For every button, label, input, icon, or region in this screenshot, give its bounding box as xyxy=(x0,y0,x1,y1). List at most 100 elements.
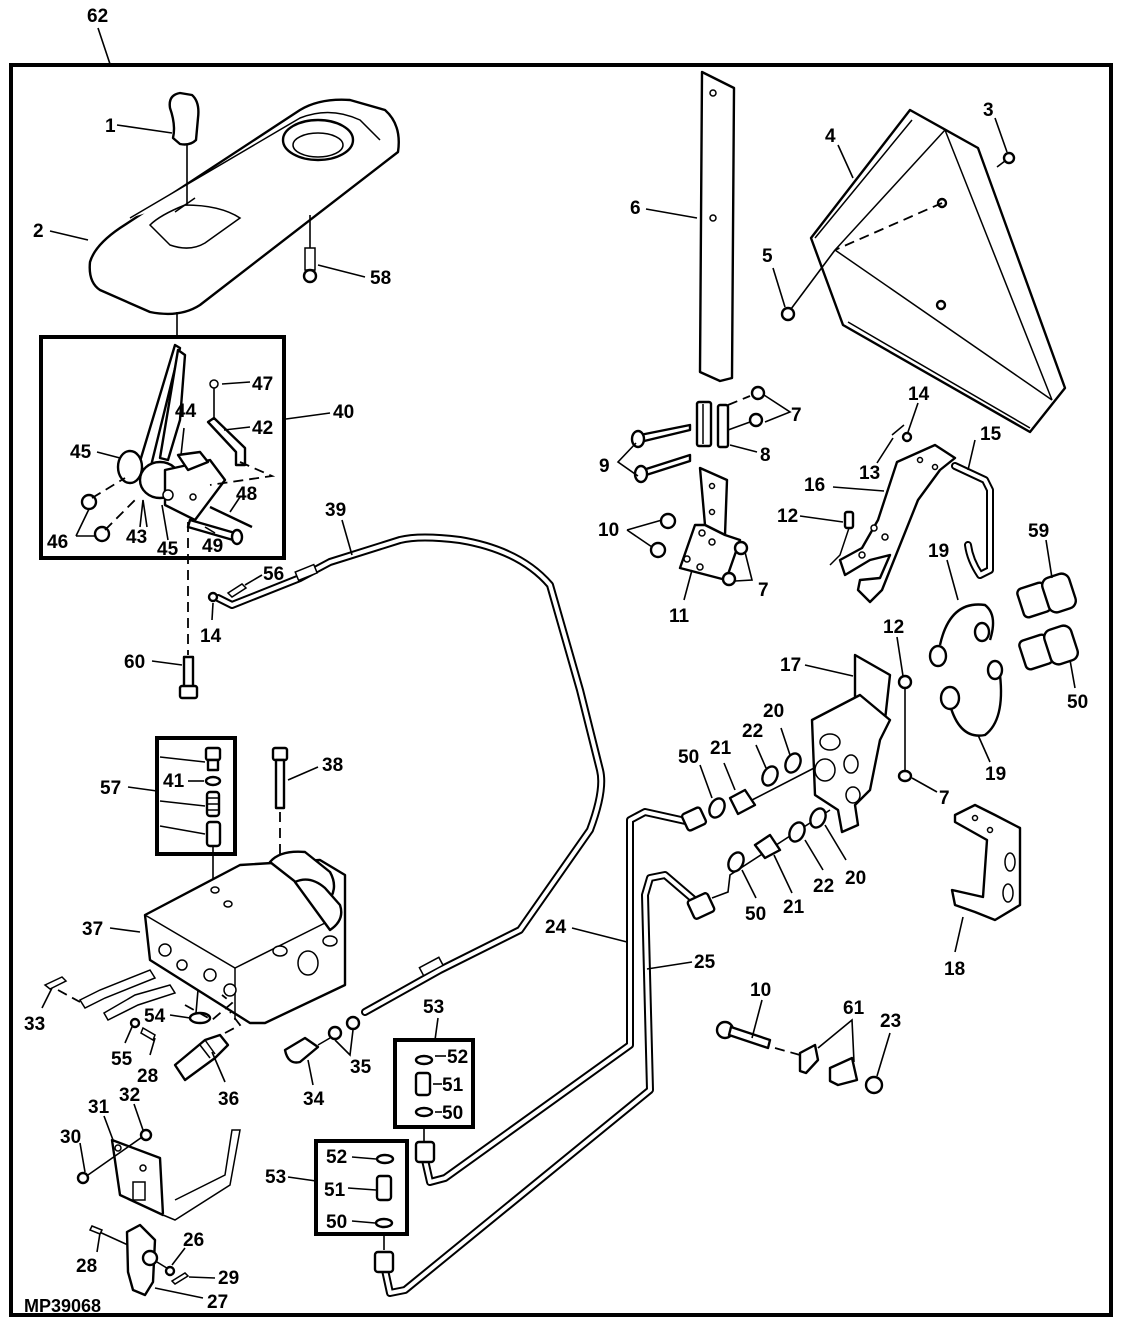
callout-4: 4 xyxy=(825,126,836,147)
bracket-17-part xyxy=(810,653,892,834)
figure-id: MP39068 xyxy=(24,1296,101,1316)
callout-44: 44 xyxy=(175,401,197,422)
screw-3-part xyxy=(996,151,1016,168)
leader-53a xyxy=(434,1017,439,1041)
leader-18 xyxy=(954,916,964,953)
leader-19a xyxy=(946,559,959,601)
callout-20-upper: 20 xyxy=(763,701,784,722)
hinge-8-part xyxy=(695,400,730,449)
callout-7-middle: 7 xyxy=(758,580,769,601)
leader-26 xyxy=(171,1247,186,1266)
leader-53b xyxy=(287,1176,317,1182)
leader-46 xyxy=(75,508,96,537)
bracket-16-part xyxy=(838,443,957,604)
leader-1 xyxy=(116,124,173,134)
callout-57: 57 xyxy=(100,778,121,799)
callout-34: 34 xyxy=(303,1089,325,1110)
leader-12b xyxy=(896,636,904,677)
callout-55: 55 xyxy=(111,1049,133,1070)
callout-39: 39 xyxy=(325,500,346,521)
callout-18: 18 xyxy=(944,959,965,980)
callout-48: 48 xyxy=(236,484,257,505)
callout-10-upper: 10 xyxy=(598,520,619,541)
bracket-11-part xyxy=(678,466,742,582)
leader-42 xyxy=(223,426,251,431)
leader-14b xyxy=(211,602,214,621)
callout-21-upper: 21 xyxy=(710,738,732,759)
leader-22b xyxy=(804,839,824,871)
leader-23 xyxy=(876,1032,891,1077)
mounting-strip-6-part xyxy=(698,70,736,383)
emblem-hardware-guide xyxy=(834,202,943,251)
callout-9: 9 xyxy=(599,456,610,477)
callout-59: 59 xyxy=(1028,521,1049,542)
leader-20a xyxy=(780,727,791,756)
nut-5-part xyxy=(780,306,796,322)
callout-52-lower: 52 xyxy=(326,1147,347,1168)
callout-28-bottom: 28 xyxy=(76,1256,97,1277)
callout-30: 30 xyxy=(60,1127,81,1148)
leader-30 xyxy=(79,1142,86,1173)
bolt-12-lower-part xyxy=(897,674,913,783)
callout-19-lower: 19 xyxy=(985,764,1006,785)
leader-22a xyxy=(755,744,767,769)
leader-24 xyxy=(571,927,628,943)
callout-60: 60 xyxy=(124,652,145,673)
leader-50d xyxy=(351,1220,376,1224)
callout-2: 2 xyxy=(33,221,44,242)
leader-51b xyxy=(347,1187,377,1191)
bolt-12-upper-part xyxy=(829,510,855,566)
callout-22-lower: 22 xyxy=(813,876,834,897)
control-valve-37-part xyxy=(143,850,347,1025)
fitting-kit-box-lower xyxy=(314,1139,409,1236)
shift-lever-part xyxy=(116,343,227,522)
leader-25 xyxy=(646,961,693,970)
leader-31 xyxy=(103,1115,114,1141)
nuts-7-upper-part xyxy=(727,385,766,431)
callout-31: 31 xyxy=(88,1097,110,1118)
hydraulic-line-25-part xyxy=(373,871,704,1297)
fitting-kit-box-upper xyxy=(393,1038,475,1129)
clamp-61-part xyxy=(798,1043,859,1087)
leader-28a xyxy=(149,1037,156,1056)
washer-14-right-part xyxy=(901,431,913,443)
guide-15-part xyxy=(951,462,994,579)
leader-14a xyxy=(907,402,919,433)
spool-linkage-parts xyxy=(43,969,242,1082)
leader-60 xyxy=(151,660,183,666)
leader-52b xyxy=(351,1156,377,1160)
callout-29: 29 xyxy=(218,1268,239,1289)
callout-62: 62 xyxy=(87,6,108,27)
leader-10a xyxy=(626,519,663,548)
callout-12-lower: 12 xyxy=(883,617,904,638)
leader-13 xyxy=(876,437,894,464)
callout-13: 13 xyxy=(859,463,880,484)
lever-assembly-box xyxy=(39,335,286,560)
leader-37 xyxy=(109,927,141,933)
callout-27: 27 xyxy=(207,1292,228,1313)
leader-21b xyxy=(773,854,793,894)
quick-coupler-59-part xyxy=(1016,572,1077,619)
leader-19b xyxy=(977,734,991,763)
leader-49 xyxy=(204,526,216,534)
callout-26: 26 xyxy=(183,1230,204,1251)
leader-28b xyxy=(96,1232,101,1253)
leader-34 xyxy=(307,1059,314,1086)
callout-24: 24 xyxy=(545,917,567,938)
callout-16: 16 xyxy=(804,475,825,496)
leader-7b xyxy=(734,551,754,582)
leader-15 xyxy=(967,439,976,471)
callout-50-lower-row: 50 xyxy=(745,904,766,925)
leader-5 xyxy=(772,267,786,308)
callout-50-upper-kit: 50 xyxy=(442,1103,463,1124)
callout-47: 47 xyxy=(252,374,273,395)
leader-50e xyxy=(1069,659,1076,689)
callout-41: 41 xyxy=(163,771,185,792)
callout-14-left: 14 xyxy=(200,626,222,647)
callout-25: 25 xyxy=(694,952,716,973)
bolt-60-part xyxy=(178,655,199,700)
leader-62 xyxy=(97,27,111,65)
bolt-10-lower-part xyxy=(715,1020,801,1056)
callout-28-top: 28 xyxy=(137,1066,158,1087)
